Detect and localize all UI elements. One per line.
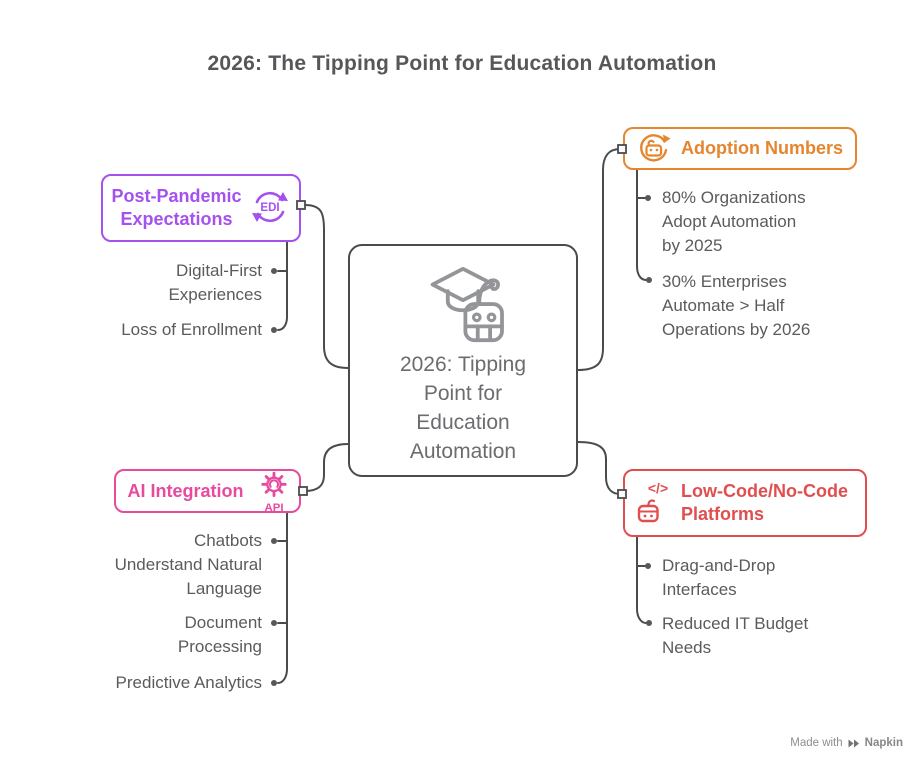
edi-cycle-icon: EDI bbox=[252, 191, 288, 223]
leaf-document-processing[interactable]: Document Processing bbox=[177, 613, 262, 656]
spine-lowcode-children bbox=[636, 536, 647, 624]
napkin-logo-icon bbox=[848, 739, 859, 747]
wire-post-pandemic-to-center bbox=[304, 204, 349, 369]
central-topic-node[interactable]: 2026: Tipping Point for Education Automa… bbox=[348, 244, 578, 477]
leaf-80-percent-organizations[interactable]: 80% Organizations Adopt Automation by 20… bbox=[662, 188, 806, 255]
svg-text:EDI: EDI bbox=[260, 202, 279, 214]
napkin-credit[interactable]: Made with Napkin bbox=[790, 737, 903, 749]
branch-label: AI Integration bbox=[127, 480, 244, 501]
branch-label: Adoption Numbers bbox=[681, 138, 843, 158]
diagram-title: 2026: The Tipping Point for Education Au… bbox=[207, 52, 717, 75]
leaf-30-percent-enterprises[interactable]: 30% Enterprises Automate > Half Operatio… bbox=[662, 272, 811, 339]
graduation-cap-robot-icon bbox=[430, 266, 504, 343]
spine-post-pandemic-children bbox=[277, 241, 288, 331]
leaf-predictive-analytics[interactable]: Predictive Analytics bbox=[115, 673, 262, 692]
leaf-digital-first-experiences[interactable]: Digital-First Experiences bbox=[168, 261, 262, 304]
wire-center-to-lowcode bbox=[577, 441, 621, 495]
spine-ai-children bbox=[277, 512, 288, 684]
branch-node-adoption-numbers[interactable]: Adoption Numbers bbox=[623, 127, 857, 170]
branch-node-post-pandemic-expectations[interactable]: Post-Pandemic Expectations EDI bbox=[101, 174, 301, 242]
spine-adoption-children bbox=[636, 168, 647, 281]
credit-brand: Napkin bbox=[864, 737, 903, 749]
leaf-reduced-it-budget-needs[interactable]: Reduced IT Budget Needs bbox=[662, 614, 809, 657]
branch-label: Post-Pandemic Expectations bbox=[111, 186, 242, 229]
code-robot-icon: </> bbox=[637, 480, 668, 523]
branch-label: Low-Code/No-Code Platforms bbox=[681, 481, 848, 524]
svg-text:API: API bbox=[265, 502, 284, 513]
api-gear-icon: API bbox=[261, 471, 287, 513]
svg-text:</>: </> bbox=[648, 480, 668, 496]
central-topic-label: 2026: Tipping Point for Education Automa… bbox=[399, 353, 527, 463]
wire-center-to-adoption bbox=[577, 148, 621, 371]
credit-text: Made with bbox=[790, 737, 843, 749]
wire-ai-integration-to-center bbox=[304, 443, 349, 492]
branch-node-low-code-no-code[interactable]: </> Low-Code/No-Code Platforms bbox=[623, 469, 867, 537]
child-bullet-dots bbox=[271, 195, 652, 686]
robot-refresh-icon bbox=[640, 133, 671, 162]
leaf-loss-of-enrollment[interactable]: Loss of Enrollment bbox=[121, 320, 262, 339]
leaf-chatbots-natural-language[interactable]: Chatbots Understand Natural Language bbox=[114, 531, 262, 598]
leaf-drag-and-drop-interfaces[interactable]: Drag-and-Drop Interfaces bbox=[662, 556, 776, 599]
branch-node-ai-integration[interactable]: AI Integration API bbox=[114, 469, 301, 513]
